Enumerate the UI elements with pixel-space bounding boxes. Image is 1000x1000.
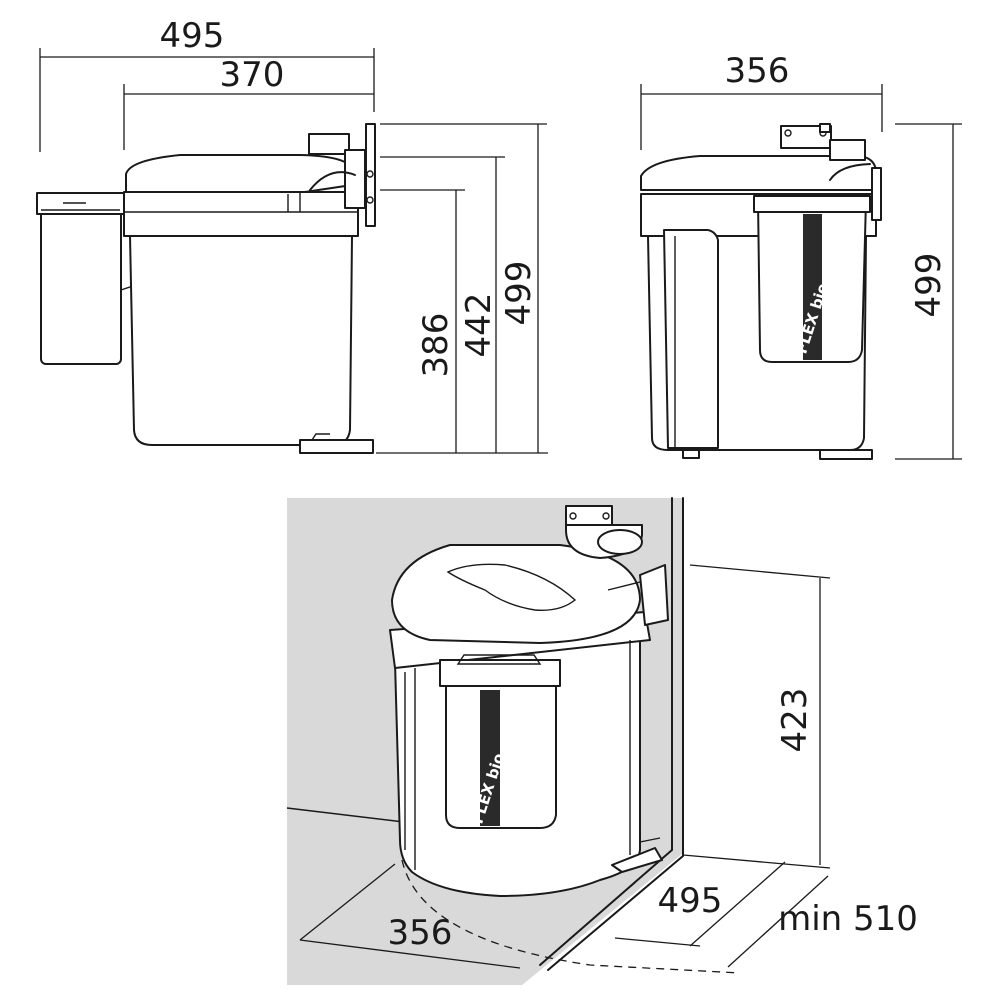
side-view-main-bin [123, 154, 374, 454]
front-view-main-bin [640, 155, 877, 460]
iso-view-dimensions [299, 564, 831, 974]
dim-label-423: 423 [775, 688, 815, 753]
side-view: 495 370 386 442 499 [36, 16, 548, 454]
side-view-small-bin [36, 192, 134, 365]
dim-label-499-front: 499 [909, 253, 949, 318]
front-view-small-bin: FLEX bio [753, 195, 871, 363]
dim-label-min-510: min 510 [778, 899, 918, 939]
front-view: FLEX bio 356 499 [640, 51, 962, 460]
dim-label-356-iso: 356 [388, 913, 453, 953]
iso-view-small-bin: FLEX bio [439, 654, 561, 829]
iso-view-bracket [565, 505, 669, 873]
front-view-dimensions [640, 84, 962, 460]
dim-label-495-iso: 495 [658, 881, 723, 921]
dim-label-370: 370 [220, 55, 285, 95]
dim-label-356-front: 356 [725, 51, 790, 91]
dim-label-386: 386 [416, 313, 456, 378]
side-view-bracket [308, 123, 376, 227]
dim-label-495: 495 [160, 16, 225, 56]
dim-label-442: 442 [459, 293, 499, 358]
front-view-bracket [780, 123, 882, 221]
iso-view: FLEX bio 423 495 min 510 356 [286, 497, 918, 985]
dim-label-499-side: 499 [499, 261, 539, 326]
side-view-dimensions [39, 48, 548, 454]
